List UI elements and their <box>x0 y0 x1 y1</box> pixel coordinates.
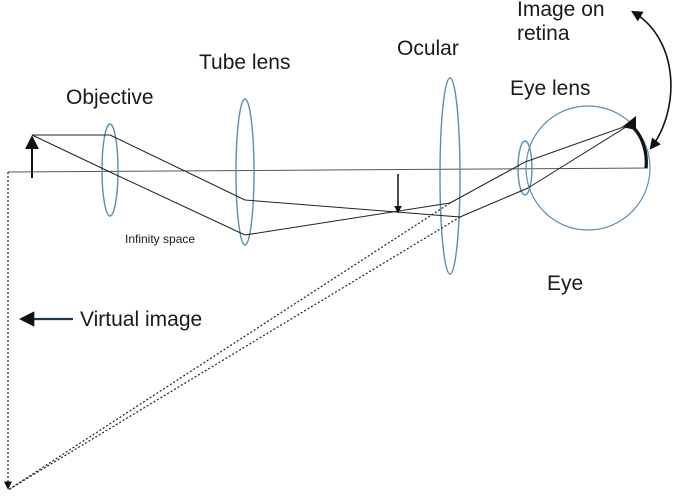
retina-callout-arrow <box>631 10 672 150</box>
label-eye: Eye <box>547 272 583 295</box>
label-image-on-retina-line2: retina <box>517 22 570 45</box>
ray <box>109 134 246 201</box>
label-infinity-space: Infinity space <box>125 232 195 246</box>
label-ocular: Ocular <box>397 37 459 60</box>
ray <box>244 202 451 236</box>
ray <box>459 187 529 218</box>
ray <box>31 134 111 173</box>
label-eye-lens: Eye lens <box>510 77 591 100</box>
retina-image <box>627 122 648 169</box>
ray <box>109 171 246 236</box>
ray <box>524 123 633 163</box>
label-tube-lens: Tube lens <box>199 51 290 74</box>
ray <box>527 121 635 189</box>
virtual-ray <box>7 216 461 491</box>
optical-axis <box>7 167 649 173</box>
label-objective: Objective <box>66 86 154 109</box>
objective-lens <box>101 123 119 217</box>
virtual-ray <box>7 202 451 491</box>
eyeball <box>525 105 651 231</box>
ray <box>449 161 526 204</box>
label-image-on-retina-line1: Image on <box>517 0 605 21</box>
ray <box>244 199 461 218</box>
label-virtual-image: Virtual image <box>80 308 202 331</box>
eye-lens <box>517 140 533 196</box>
ocular-lens <box>439 77 461 275</box>
tube-lens <box>235 98 255 246</box>
